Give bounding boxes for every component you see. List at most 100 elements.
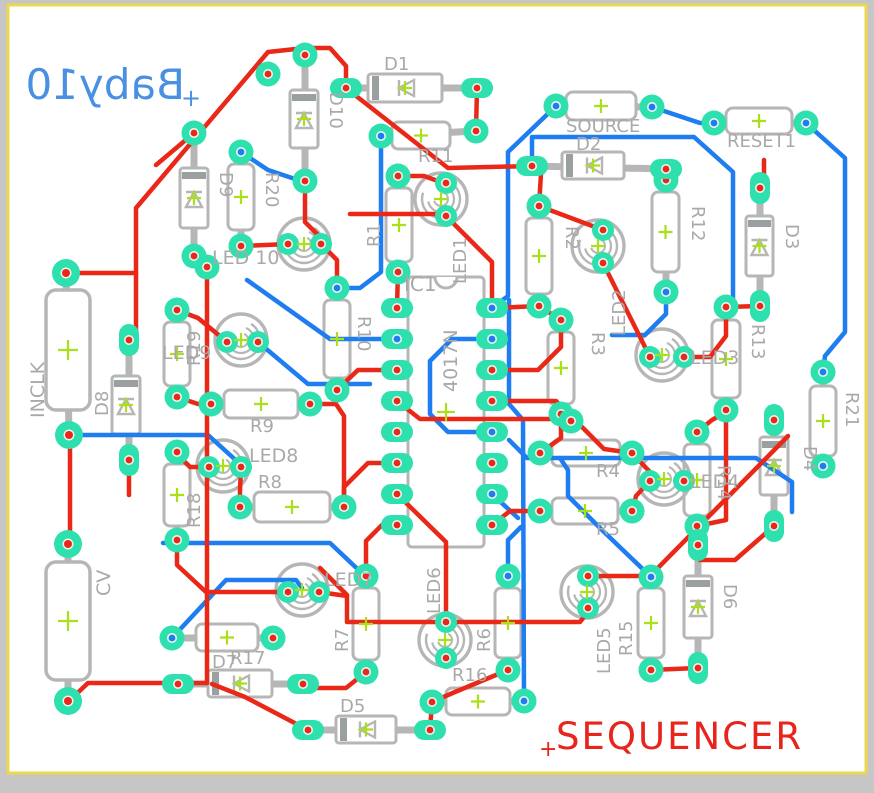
pad[interactable] (164, 384, 190, 410)
pad[interactable] (198, 456, 220, 478)
pad[interactable] (414, 720, 446, 740)
pad[interactable] (688, 652, 708, 684)
pad[interactable] (673, 470, 695, 492)
pad[interactable] (164, 527, 190, 553)
pad[interactable] (164, 439, 190, 465)
pad[interactable] (476, 329, 508, 349)
pad[interactable] (713, 397, 739, 423)
trace-bottom[interactable] (529, 134, 736, 313)
pad[interactable] (310, 233, 332, 255)
pad[interactable] (277, 233, 299, 255)
pad[interactable] (52, 259, 80, 287)
pad[interactable] (287, 674, 319, 694)
pad[interactable] (639, 470, 661, 492)
pad[interactable] (810, 359, 836, 385)
pad[interactable] (495, 563, 521, 589)
pad[interactable] (331, 494, 357, 520)
pad[interactable] (381, 391, 413, 411)
pad[interactable] (381, 360, 413, 380)
diode-D5[interactable] (334, 714, 398, 745)
pad[interactable] (463, 118, 489, 144)
pad[interactable] (419, 689, 445, 715)
pad[interactable] (228, 233, 254, 259)
pad[interactable] (435, 205, 457, 227)
pad[interactable] (292, 720, 324, 740)
trace-bottom[interactable] (427, 336, 495, 435)
pad[interactable] (750, 172, 770, 204)
pad[interactable] (639, 346, 661, 368)
pad[interactable] (701, 110, 727, 136)
pad[interactable] (194, 254, 220, 280)
pad[interactable] (353, 563, 379, 589)
pad[interactable] (292, 168, 318, 194)
pad[interactable] (435, 647, 457, 669)
pad[interactable] (159, 625, 185, 651)
trace-top[interactable] (489, 319, 564, 373)
pad[interactable] (119, 444, 139, 476)
pad[interactable] (619, 440, 645, 466)
pad[interactable] (476, 391, 508, 411)
pad[interactable] (461, 78, 493, 98)
pad[interactable] (527, 498, 553, 524)
pad[interactable] (638, 657, 664, 683)
pad[interactable] (495, 657, 521, 683)
pad[interactable] (324, 377, 350, 403)
pad[interactable] (230, 456, 252, 478)
pad[interactable] (381, 329, 413, 349)
pad[interactable] (764, 404, 784, 436)
pad[interactable] (435, 611, 457, 633)
pad[interactable] (577, 597, 599, 619)
pad[interactable] (558, 408, 584, 434)
trace-top[interactable] (343, 85, 535, 171)
pad[interactable] (277, 581, 299, 603)
trace-bottom[interactable] (169, 577, 305, 641)
pad[interactable] (673, 346, 695, 368)
pad[interactable] (292, 42, 318, 68)
pad[interactable] (592, 219, 614, 241)
trace-top[interactable] (443, 213, 495, 311)
pad[interactable] (162, 674, 194, 694)
trace-bottom[interactable] (160, 540, 369, 580)
pads[interactable] (52, 42, 836, 741)
pad[interactable] (381, 298, 413, 318)
pad[interactable] (516, 156, 548, 176)
pad[interactable] (324, 275, 350, 301)
pad[interactable] (750, 290, 770, 322)
pad[interactable] (55, 421, 83, 449)
trace-top[interactable] (209, 681, 311, 733)
trace-bottom[interactable] (255, 339, 373, 387)
pad[interactable] (119, 324, 139, 356)
trace-bottom[interactable] (506, 437, 795, 515)
pad[interactable] (476, 484, 508, 504)
pad[interactable] (381, 484, 413, 504)
pad[interactable] (353, 659, 379, 685)
pad[interactable] (548, 307, 574, 333)
pad[interactable] (198, 391, 224, 417)
pad[interactable] (330, 78, 362, 98)
pad[interactable] (385, 163, 411, 189)
pad[interactable] (713, 294, 739, 320)
pad[interactable] (476, 422, 508, 442)
pad[interactable] (297, 391, 323, 417)
pad[interactable] (381, 453, 413, 473)
pad[interactable] (476, 453, 508, 473)
pad[interactable] (650, 159, 682, 179)
pad[interactable] (526, 293, 552, 319)
pad[interactable] (54, 530, 82, 558)
pad[interactable] (638, 564, 664, 590)
pad[interactable] (164, 297, 190, 323)
pad[interactable] (308, 581, 330, 603)
pad[interactable] (476, 360, 508, 380)
pad[interactable] (255, 61, 281, 87)
pad[interactable] (260, 625, 286, 651)
pad[interactable] (527, 440, 553, 466)
trace-bottom[interactable] (557, 455, 654, 580)
pad[interactable] (227, 494, 253, 520)
pad[interactable] (368, 123, 394, 149)
pad[interactable] (228, 139, 254, 165)
pad[interactable] (476, 515, 508, 535)
pad[interactable] (810, 453, 836, 479)
pad[interactable] (381, 515, 413, 535)
pad[interactable] (619, 498, 645, 524)
